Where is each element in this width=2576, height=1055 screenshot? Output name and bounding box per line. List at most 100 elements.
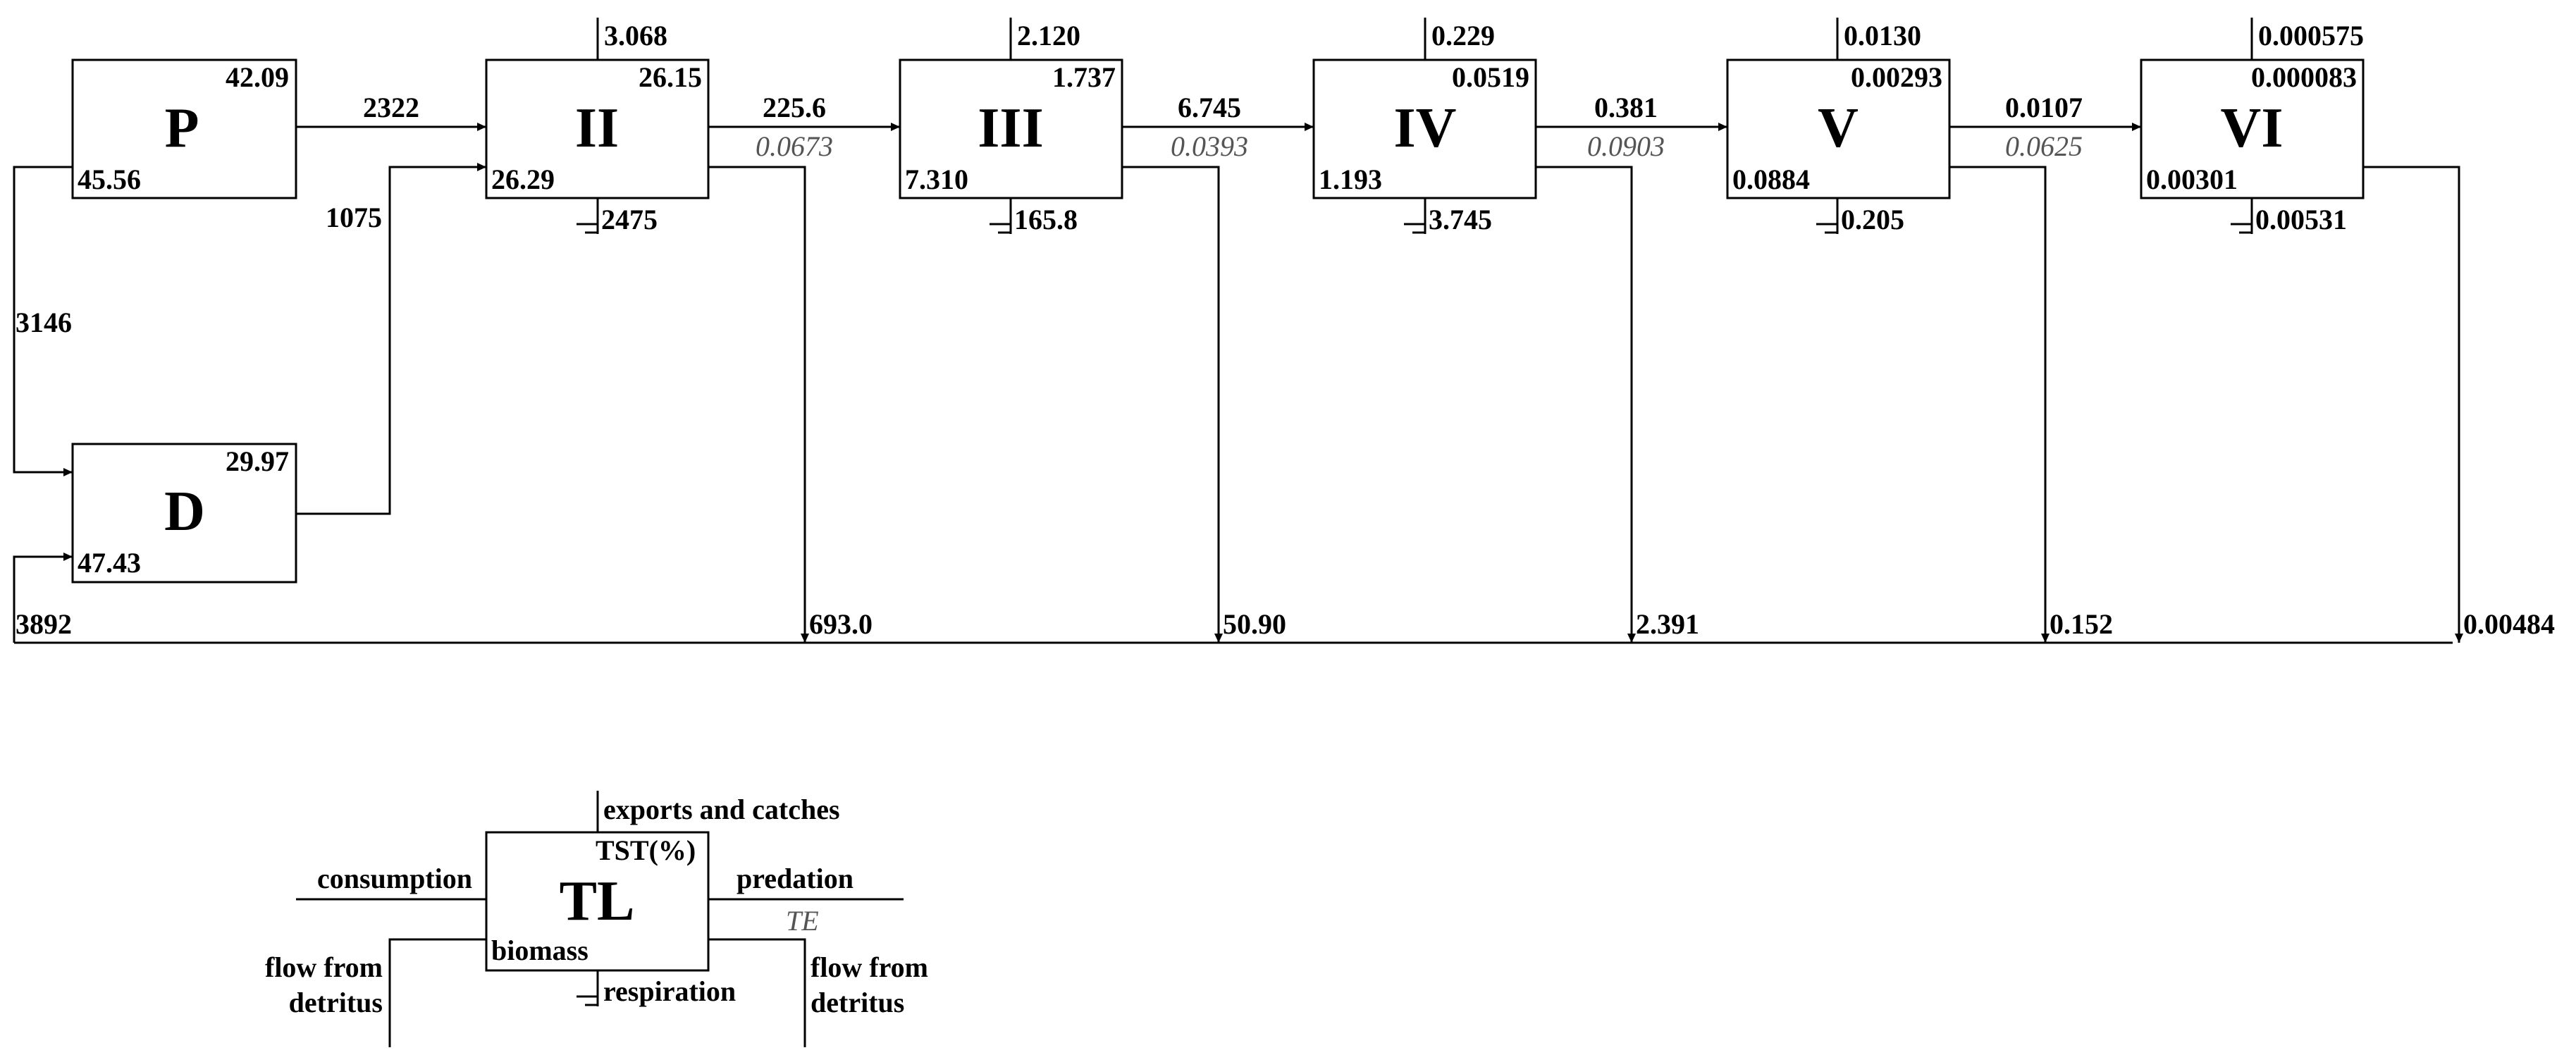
legend-tst-label: TST(%) bbox=[596, 834, 696, 866]
ii-to-iii-predation: 225.6 bbox=[763, 92, 826, 123]
arrowhead bbox=[891, 123, 900, 131]
ii-to-iii-te: 0.0673 bbox=[756, 130, 833, 162]
arrowhead bbox=[1718, 123, 1727, 131]
node-iii-to-detritus: 50.90 bbox=[1223, 608, 1286, 640]
node-p-biomass: 45.56 bbox=[78, 164, 141, 195]
trophic-level-iv: 0.229 IV 0.0519 1.193 3.745 2.391 bbox=[1312, 18, 1699, 643]
detritus-to-d-flow: 3892 bbox=[16, 608, 72, 640]
node-iv-tst: 0.0519 bbox=[1452, 61, 1529, 93]
iii-to-iv-te: 0.0393 bbox=[1171, 130, 1248, 162]
node-iii-tst: 1.737 bbox=[1052, 61, 1116, 93]
respiration-symbol bbox=[577, 970, 599, 1006]
node-v-box bbox=[1726, 58, 1951, 199]
node-vi-export: 0.000575 bbox=[2258, 20, 2364, 51]
d-to-ii-line bbox=[296, 166, 486, 515]
to-detritus-line bbox=[708, 166, 806, 643]
legend-biomass-label: biomass bbox=[491, 934, 588, 966]
iv-to-v-predation: 0.381 bbox=[1594, 92, 1658, 123]
legend-respiration-label: respiration bbox=[603, 975, 736, 1007]
p-to-ii-predation: 2322 bbox=[363, 92, 419, 123]
node-ii-export: 3.068 bbox=[604, 20, 667, 51]
arrowhead bbox=[477, 163, 486, 171]
node-v-label: V bbox=[1818, 97, 1859, 159]
node-vi-tst: 0.000083 bbox=[2251, 61, 2357, 93]
respiration-symbol bbox=[1816, 198, 1839, 234]
node-ii-tst: 26.15 bbox=[639, 61, 702, 93]
node-iii-respiration: 165.8 bbox=[1014, 204, 1078, 235]
node-vi-biomass: 0.00301 bbox=[2146, 164, 2238, 195]
node-ii-biomass: 26.29 bbox=[491, 164, 555, 195]
node-v-export: 0.0130 bbox=[1844, 20, 1921, 51]
iv-to-v-te: 0.0903 bbox=[1587, 130, 1665, 162]
trophic-level-ii: 3.068 II 26.15 26.29 2475 693.0 bbox=[485, 18, 873, 643]
node-v-to-detritus: 0.152 bbox=[2050, 608, 2113, 640]
detritus-to-d-line bbox=[13, 555, 73, 643]
legend-detritus-right-line2: detritus bbox=[811, 987, 904, 1018]
node-iv-export: 0.229 bbox=[1431, 20, 1495, 51]
arrowhead bbox=[63, 553, 73, 561]
trophic-level-v: 0.0130 V 0.00293 0.0884 0.205 0.152 bbox=[1726, 18, 2113, 643]
node-ii-respiration: 2475 bbox=[601, 204, 658, 235]
legend-te-label: TE bbox=[786, 905, 819, 937]
node-vi-respiration: 0.00531 bbox=[2255, 204, 2347, 235]
to-detritus-line bbox=[2363, 166, 2460, 643]
node-iv-label: IV bbox=[1394, 97, 1457, 159]
node-vi-box bbox=[2140, 58, 2365, 199]
arrowhead bbox=[1305, 123, 1314, 131]
node-v-tst: 0.00293 bbox=[1851, 61, 1942, 93]
arrowhead bbox=[2132, 123, 2141, 131]
node-ii-to-detritus: 693.0 bbox=[809, 608, 873, 640]
node-vi-to-detritus: 0.00484 bbox=[2463, 608, 2555, 640]
legend: exports and catches TL TST(%) biomass co… bbox=[265, 791, 928, 1047]
p-to-d-line bbox=[13, 166, 73, 474]
node-vi-label: VI bbox=[2221, 97, 2284, 159]
legend-detritus-in-line bbox=[388, 938, 486, 1047]
node-iii-label: III bbox=[978, 97, 1043, 159]
node-ii-box bbox=[485, 58, 710, 199]
respiration-symbol bbox=[577, 198, 599, 234]
arrowhead bbox=[63, 468, 73, 476]
p-to-d-flow: 3146 bbox=[16, 307, 72, 338]
v-to-vi-predation: 0.0107 bbox=[2005, 92, 2083, 123]
legend-detritus-right-line1: flow from bbox=[811, 951, 928, 983]
node-d-tst: 29.97 bbox=[226, 445, 289, 477]
node-ii-label: II bbox=[575, 97, 619, 159]
node-iv-box bbox=[1312, 58, 1537, 199]
legend-detritus-left-line2: detritus bbox=[289, 987, 383, 1018]
legend-detritus-left-line1: flow from bbox=[265, 951, 383, 983]
iii-to-iv-predation: 6.745 bbox=[1178, 92, 1241, 123]
node-iii-box bbox=[899, 58, 1123, 199]
node-iii-export: 2.120 bbox=[1017, 20, 1080, 51]
node-p-tst: 42.09 bbox=[226, 61, 289, 93]
arrowhead bbox=[477, 123, 486, 131]
arrowhead bbox=[2041, 634, 2050, 643]
trophic-level-vi: 0.000575 VI 0.000083 0.00301 0.00531 0.0… bbox=[2140, 18, 2555, 643]
node-p-box bbox=[71, 58, 297, 199]
arrowhead bbox=[1627, 634, 1636, 643]
node-iii-biomass: 7.310 bbox=[905, 164, 968, 195]
to-detritus-line bbox=[1122, 166, 1220, 643]
arrowhead bbox=[801, 634, 809, 643]
node-v-respiration: 0.205 bbox=[1841, 204, 1904, 235]
respiration-symbol bbox=[1404, 198, 1426, 234]
node-d-box bbox=[71, 443, 297, 584]
legend-consumption-label: consumption bbox=[317, 863, 472, 894]
node-v-biomass: 0.0884 bbox=[1732, 164, 1810, 195]
node-iv-to-detritus: 2.391 bbox=[1636, 608, 1699, 640]
node-d-biomass: 47.43 bbox=[78, 547, 141, 579]
legend-predation-label: predation bbox=[737, 863, 853, 894]
arrowhead bbox=[1214, 634, 1223, 643]
to-detritus-line bbox=[1536, 166, 1633, 643]
arrowhead bbox=[2455, 634, 2463, 643]
legend-detritus-out-line bbox=[708, 938, 806, 1047]
respiration-symbol bbox=[2231, 198, 2253, 234]
legend-exports-label: exports and catches bbox=[603, 794, 840, 825]
v-to-vi-te: 0.0625 bbox=[2005, 130, 2083, 162]
trophic-level-iii: 2.120 III 1.737 7.310 165.8 50.90 bbox=[899, 18, 1286, 643]
to-detritus-line bbox=[1949, 166, 2047, 643]
node-d-label: D bbox=[164, 481, 205, 543]
d-to-ii-flow: 1075 bbox=[326, 202, 382, 233]
node-iv-biomass: 1.193 bbox=[1319, 164, 1382, 195]
